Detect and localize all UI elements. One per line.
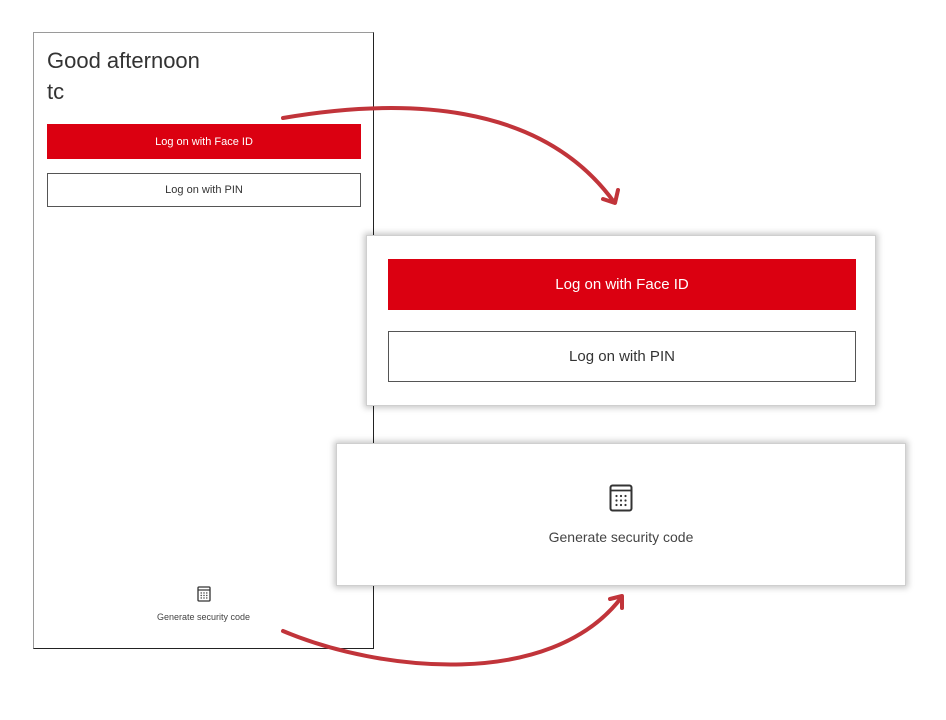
phone-login-screen: Good afternoon tc Log on with Face ID Lo… bbox=[33, 32, 374, 649]
greeting-text: Good afternoon bbox=[47, 48, 200, 73]
username-text: tc bbox=[47, 79, 65, 104]
pin-login-button[interactable]: Log on with PIN bbox=[47, 173, 361, 207]
security-code-callout: Generate security code bbox=[336, 443, 906, 586]
face-id-login-button[interactable]: Log on with Face ID bbox=[47, 124, 361, 159]
login-buttons-callout: Log on with Face ID Log on with PIN bbox=[366, 235, 876, 406]
generate-security-code-button-zoomed[interactable]: Generate security code bbox=[337, 484, 905, 545]
face-id-login-button-zoomed[interactable]: Log on with Face ID bbox=[388, 259, 856, 310]
generate-security-code-label-zoomed: Generate security code bbox=[548, 529, 694, 545]
calculator-icon bbox=[196, 586, 211, 607]
generate-security-code-button[interactable]: Generate security code bbox=[34, 586, 373, 622]
pin-login-button-zoomed[interactable]: Log on with PIN bbox=[388, 331, 856, 382]
calculator-icon bbox=[609, 484, 633, 517]
generate-security-code-label: Generate security code bbox=[156, 612, 251, 622]
